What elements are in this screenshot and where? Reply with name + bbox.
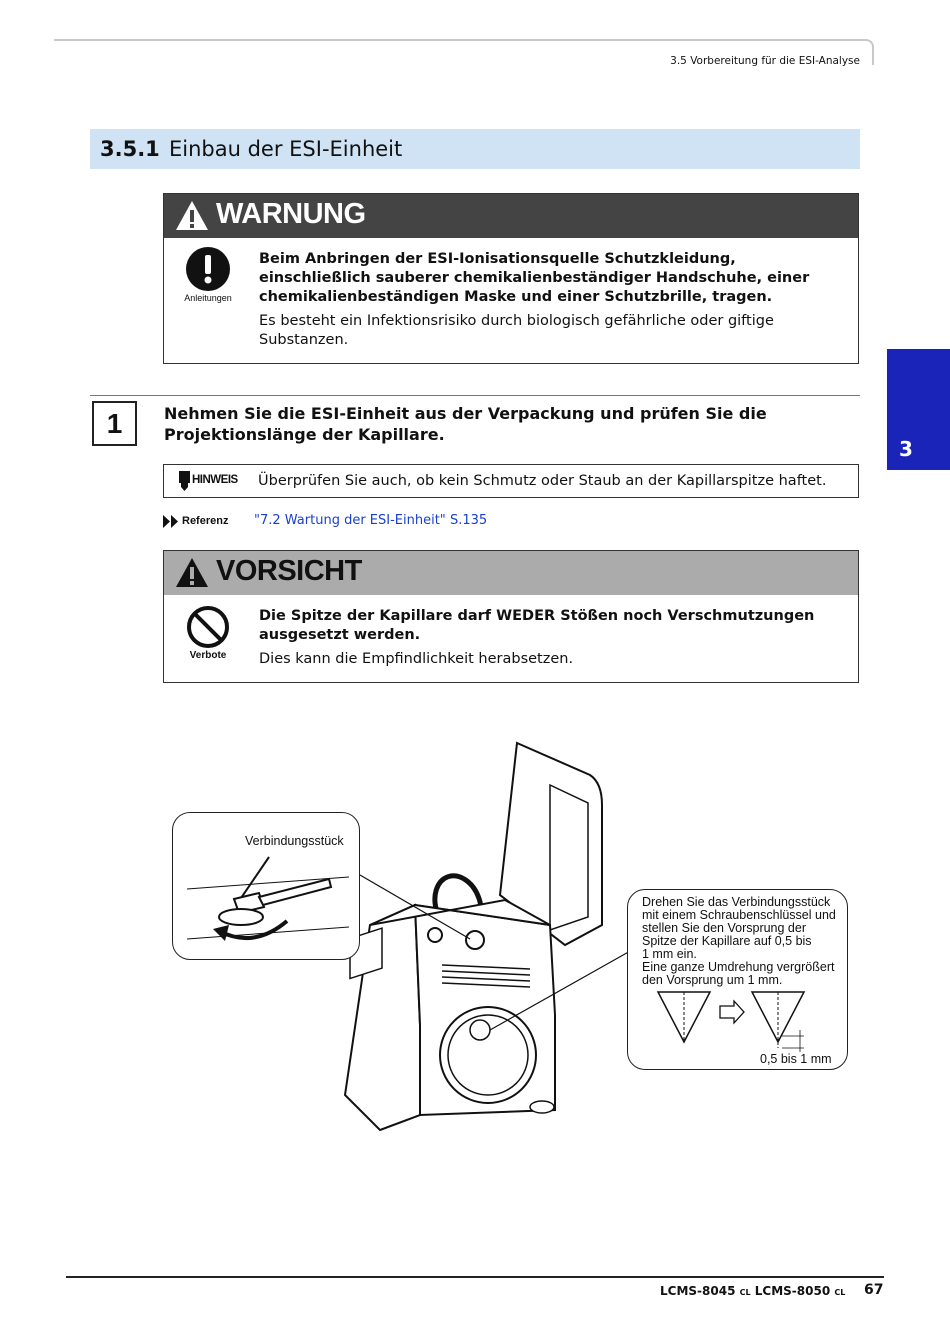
footer-model-names: LCMS-8045 CL LCMS-8050 CL (660, 1284, 845, 1298)
adjustment-line-7: den Vorsprung um 1 mm. (642, 973, 783, 987)
caution-header: VORSICHT (164, 551, 858, 595)
warning-label: WARNUNG (216, 198, 366, 230)
header-rule (54, 39, 874, 65)
esi-unit-illustration (343, 741, 633, 1132)
section-number: 3.5.1 (100, 137, 160, 161)
model-suffix-1: CL (739, 1288, 751, 1297)
warning-triangle-icon (176, 201, 208, 230)
running-header: 3.5 Vorbereitung für die ESI-Analyse (670, 55, 860, 67)
hint-box: HINWEIS Überprüfen Sie auch, ob kein Sch… (163, 464, 859, 498)
page-number: 67 (864, 1282, 884, 1298)
model-suffix-2: CL (834, 1288, 846, 1297)
adjustment-line-4: Spitze der Kapillare auf 0,5 bis (642, 934, 812, 948)
reference-arrow-icon (163, 515, 178, 528)
reference-page-link[interactable]: S.135 (450, 513, 488, 528)
dimension-label: 0,5 bis 1 mm (760, 1052, 832, 1066)
section-title-bar (90, 129, 860, 169)
prohibition-icon (187, 606, 229, 648)
step-number-box: 1 (92, 401, 137, 446)
warning-header: WARNUNG (164, 194, 858, 238)
wrench-detail-illustration (186, 856, 350, 941)
section-title: Einbau der ESI-Einheit (169, 137, 403, 161)
caution-box: VORSICHT Verbote Die Spitze der Kapillar… (163, 550, 859, 683)
hint-text: Überprüfen Sie auch, ob kein Schmutz ode… (258, 473, 827, 489)
hint-hand-icon (179, 471, 190, 491)
caution-triangle-icon (176, 558, 208, 587)
warning-bold-text: Beim Anbringen der ESI-Ionisationsquelle… (259, 251, 810, 305)
warning-text: Es besteht ein Infektionsrisiko durch bi… (259, 313, 774, 348)
adjustment-line-2: mit einem Schraubenschlüssel und (642, 908, 836, 922)
hint-label: HINWEIS (192, 474, 238, 486)
caution-label: VORSICHT (216, 555, 362, 587)
reference-link[interactable]: "7.2 Wartung der ESI-Einheit" (254, 513, 446, 528)
chapter-tab[interactable]: 3 (887, 349, 950, 470)
model-name-1: LCMS-8045 (660, 1284, 736, 1298)
caution-bold-text: Die Spitze der Kapillare darf WEDER Stöß… (259, 608, 815, 643)
adjustment-callout: Drehen Sie das Verbindungsstück mit eine… (627, 889, 848, 1070)
chapter-number: 3 (899, 437, 913, 461)
footer-rule (66, 1276, 884, 1278)
caution-icon-label: Verbote (189, 650, 227, 661)
adjustment-line-3: stellen Sie den Vorsprung der (642, 921, 806, 935)
warning-icon-label: Anleitungen (184, 293, 232, 303)
caution-text: Dies kann die Empfindlichkeit herabsetze… (259, 651, 574, 667)
adjustment-line-5: 1 mm ein. (642, 947, 697, 961)
adjustment-line-6: Eine ganze Umdrehung vergrößert (642, 960, 835, 974)
reference-label: Referenz (182, 515, 229, 527)
connector-label: Verbindungsstück (245, 834, 344, 848)
mandatory-instruction-icon (186, 247, 230, 291)
warning-box: WARNUNG Anleitungen Beim Anbringen der E… (163, 193, 859, 364)
model-name-2: LCMS-8050 (754, 1284, 831, 1298)
connector-callout: Verbindungsstück (172, 812, 360, 960)
step-divider (90, 395, 860, 396)
capillary-tip-diagram (656, 991, 806, 1052)
adjustment-line-1: Drehen Sie das Verbindungsstück (642, 895, 831, 909)
step-title: Nehmen Sie die ESI-Einheit aus der Verpa… (164, 404, 767, 444)
